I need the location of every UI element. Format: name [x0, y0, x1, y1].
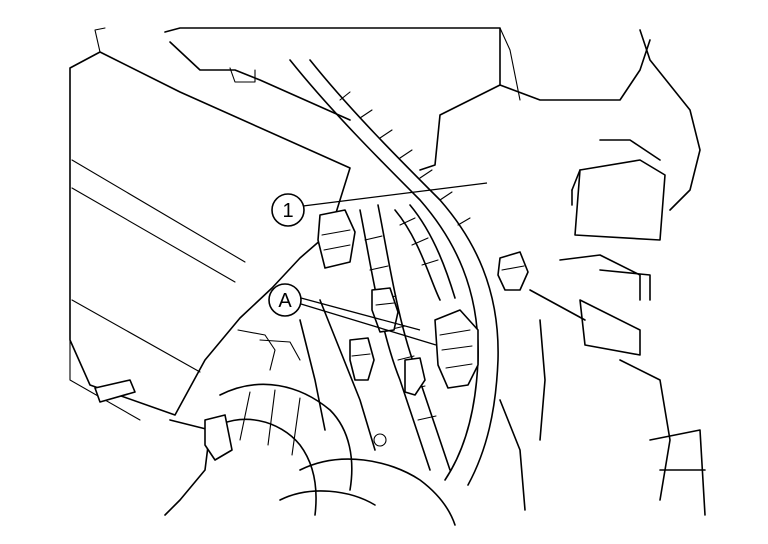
- connectors: [317, 209, 529, 396]
- leader-line-1: [302, 182, 488, 207]
- leader-line-a-upper: [300, 297, 421, 331]
- callout-1: 1: [271, 193, 305, 227]
- callout-1-label: 1: [282, 200, 293, 222]
- lower-hose: [94, 299, 546, 526]
- wiring-harness: [289, 59, 499, 486]
- upper-panel: [164, 27, 651, 171]
- callout-a: A: [268, 283, 302, 317]
- callout-a-label: A: [278, 290, 292, 312]
- housing-cover: [69, 27, 351, 421]
- leader-lines: [300, 182, 488, 346]
- leader-line-a-lower: [300, 303, 437, 346]
- right-bracket: [529, 29, 706, 516]
